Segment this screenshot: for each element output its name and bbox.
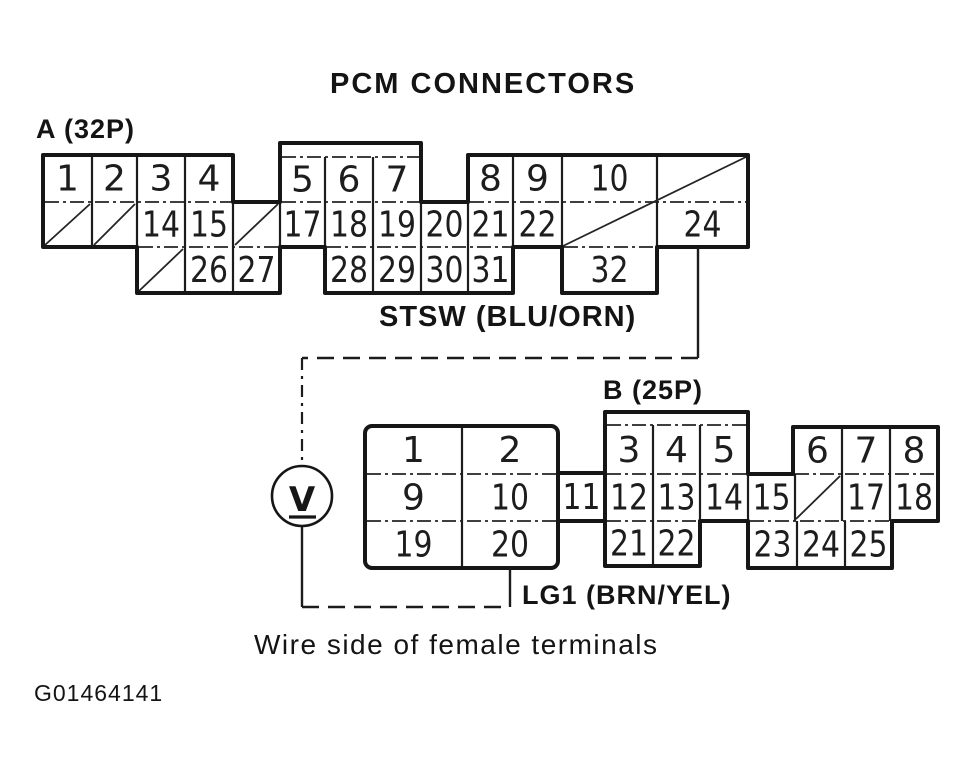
pin-A-17: 17: [284, 205, 322, 246]
pin-A-1: 1: [56, 159, 79, 200]
connector-B-outline: [603, 410, 940, 570]
pin-B-3: 3: [618, 430, 641, 471]
pin-A-22: 22: [519, 205, 557, 246]
connector-A-blocked-pin-slash: [562, 156, 747, 247]
pin-A-32: 32: [591, 250, 629, 291]
pin-A-21: 21: [472, 205, 510, 246]
pin-B-12: 12: [610, 478, 648, 519]
connector-B-housing: [363, 424, 560, 570]
pin-A-27: 27: [238, 250, 276, 291]
figure-title: PCM CONNECTORS: [330, 68, 637, 100]
pin-B-23: 23: [754, 525, 792, 566]
pin-B-14: 14: [705, 478, 743, 519]
pin-A-10: 10: [591, 159, 629, 200]
pin-A-19: 19: [378, 205, 416, 246]
pin-B-11: 11: [563, 477, 601, 518]
connector-a-label: A (32P): [36, 114, 136, 144]
pin-A-20: 20: [426, 205, 464, 246]
pin-B-2: 2: [499, 430, 522, 471]
connector-A-blocked-pin-slash: [93, 203, 136, 246]
pin-A-14: 14: [142, 205, 180, 246]
pin-B-9: 9: [402, 478, 425, 519]
connector-b-label: B (25P): [603, 375, 704, 405]
connector-A-blocked-pin-slash: [138, 248, 184, 292]
pin-B-25: 25: [850, 525, 888, 566]
pin-A-4: 4: [198, 159, 221, 200]
wire-label-lg1: LG1 (BRN/YEL): [522, 580, 732, 610]
pin-A-29: 29: [378, 250, 416, 291]
pin-A-3: 3: [150, 159, 173, 200]
pin-A-8: 8: [479, 159, 502, 200]
pin-A-7: 7: [386, 160, 409, 201]
pin-B-4: 4: [665, 430, 688, 471]
pin-B-10: 10: [491, 478, 529, 519]
pin-B-19: 19: [395, 525, 433, 566]
pin-B-24: 24: [802, 525, 840, 566]
pin-B-21: 21: [610, 524, 648, 565]
pin-A-15: 15: [190, 205, 228, 246]
pin-A-30: 30: [426, 250, 464, 291]
figure-note: Wire side of female terminals: [254, 629, 659, 660]
pin-A-26: 26: [190, 250, 228, 291]
pin-B-22: 22: [658, 524, 696, 565]
wire-label-stsw: STSW (BLU/ORN): [379, 301, 637, 333]
pin-B-18: 18: [895, 478, 933, 519]
pin-B-7: 7: [855, 431, 878, 472]
pin-B-13: 13: [658, 478, 696, 519]
voltmeter-symbol: V: [289, 480, 316, 520]
pin-B-8: 8: [903, 431, 926, 472]
connector-A-outline: [41, 141, 750, 295]
pin-A-9: 9: [526, 159, 549, 200]
pin-A-5: 5: [291, 160, 314, 201]
figure-id: G01464141: [34, 680, 164, 706]
connector-B-blocked-pin-slash: [795, 475, 841, 520]
pin-A-24: 24: [684, 205, 722, 246]
pin-A-31: 31: [472, 250, 510, 291]
pin-A-2: 2: [103, 159, 126, 200]
pin-A-18: 18: [330, 205, 368, 246]
connector-A-blocked-pin-slash: [234, 203, 279, 246]
pin-B-17: 17: [847, 478, 885, 519]
pin-A-28: 28: [330, 250, 368, 291]
pin-B-15: 15: [753, 478, 791, 519]
pin-B-6: 6: [806, 431, 829, 472]
pin-B-5: 5: [713, 430, 736, 471]
voltmeter-circle: [270, 464, 334, 528]
pin-B-1: 1: [402, 430, 425, 471]
pin-A-6: 6: [338, 160, 361, 201]
connector-A-blocked-pin-slash: [44, 203, 91, 246]
pin-B-20: 20: [491, 525, 529, 566]
